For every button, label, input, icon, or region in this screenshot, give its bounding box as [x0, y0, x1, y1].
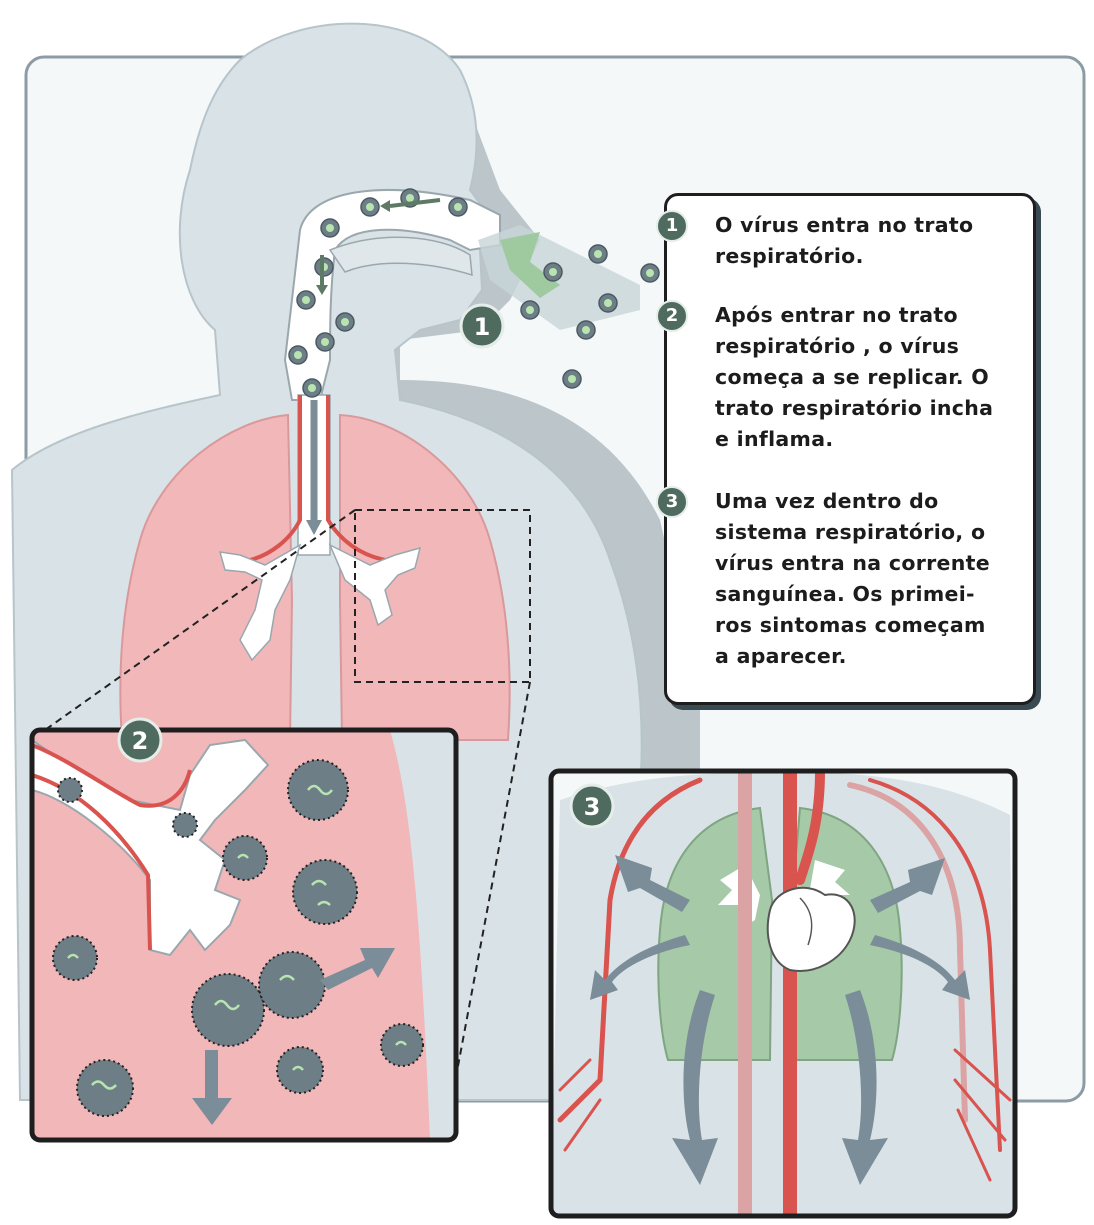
step-badge-1: 1 — [461, 305, 503, 347]
zoom-panel-circulation: 3 — [551, 771, 1015, 1216]
badge-2-label: 2 — [132, 727, 149, 755]
legend-step-1-number: 1 — [656, 210, 688, 242]
legend-step-2-number: 2 — [656, 300, 688, 332]
legend-step-3-number: 3 — [656, 486, 688, 518]
legend-callout: 1 O vírus entra no trato respiratório. 2… — [664, 193, 1036, 705]
step-badge-3: 3 — [571, 785, 613, 827]
legend-step-3-text: Uma vez dentro do sistema respiratório, … — [715, 486, 1033, 672]
badge-3-label: 3 — [584, 793, 601, 821]
legend-step-1-text: O vírus entra no trato respiratório. — [715, 210, 1033, 272]
badge-1-label: 1 — [474, 313, 491, 341]
step-badge-2: 2 — [119, 719, 161, 761]
legend-step-2-text: Após entrar no trato respiratório , o ví… — [715, 300, 1033, 455]
zoom-panel-lung: 2 — [32, 719, 456, 1140]
